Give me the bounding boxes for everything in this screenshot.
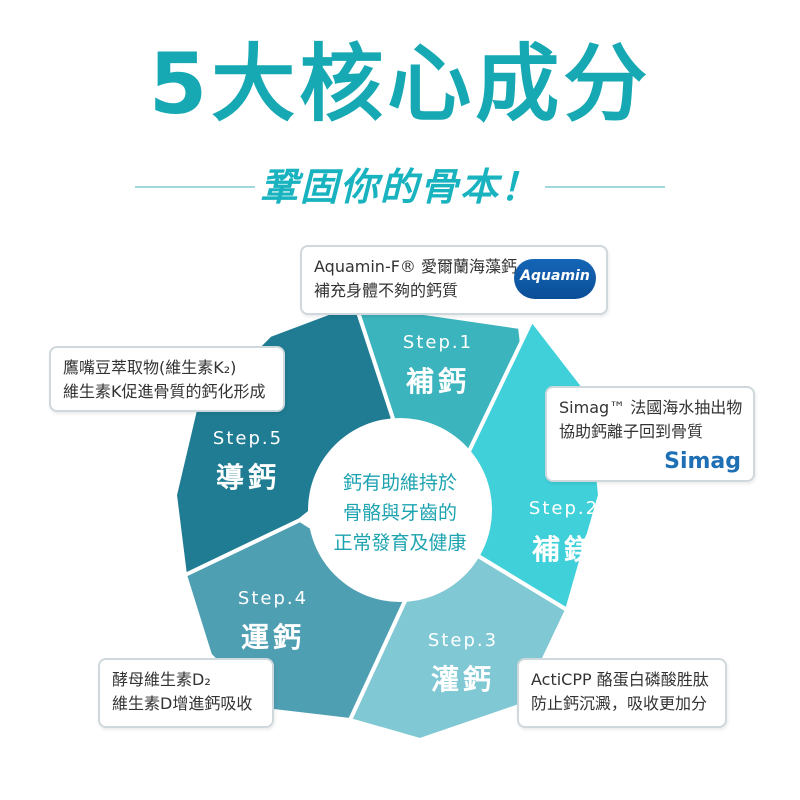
subtitle-rule-left [135, 186, 255, 188]
callout-step4-line1: 酵母維生素D₂ [112, 670, 211, 689]
step2-name: 補鎂 [531, 533, 596, 566]
step3-label: Step.3 [427, 630, 499, 651]
step1-label: Step.1 [402, 332, 474, 353]
callout-step3-line1: ActiCPP 酪蛋白磷酸胜肽 [531, 670, 709, 689]
callout-step5-line2: 維生素K促進骨質的鈣化形成 [63, 382, 266, 401]
callout-step1-line2: 補充身體不夠的鈣質 [314, 281, 459, 300]
center-line-2: 骨骼與牙齒的 [342, 502, 457, 524]
center-line-1: 鈣有助維持於 [342, 472, 457, 494]
callout-step4: 酵母維生素D₂ 維生素D增進鈣吸收 [98, 658, 274, 728]
callout-step5-line1: 鷹嘴豆萃取物(維生素K₂) [63, 358, 237, 377]
callout-step1-line1: Aquamin-F® 愛爾蘭海藻鈣 [314, 257, 518, 276]
callout-step2-line2: 協助鈣離子回到骨質 [559, 422, 704, 441]
center-line-3: 正常發育及健康 [333, 532, 467, 554]
callout-step3-line2: 防止鈣沉澱，吸收更加分 [531, 694, 708, 713]
callout-step4-line2: 維生素D增進鈣吸收 [112, 694, 253, 713]
callout-step3: ActiCPP 酪蛋白磷酸胜肽 防止鈣沉澱，吸收更加分 [517, 658, 727, 728]
step5-label: Step.5 [212, 428, 284, 449]
step1-name: 補鈣 [405, 365, 470, 398]
subtitle: 鞏固你的骨本！ [259, 165, 540, 209]
step3-name: 灌鈣 [430, 663, 495, 696]
callout-step1: Aquamin-F® 愛爾蘭海藻鈣 補充身體不夠的鈣質 Aquamin [300, 245, 608, 315]
step4-name: 運鈣 [240, 621, 305, 654]
simag-logo: Simag [664, 449, 741, 474]
center-circle [308, 418, 492, 602]
callout-step2-line1: Simag™ 法國海水抽出物 [559, 398, 743, 417]
aquamin-logo: Aquamin [514, 259, 596, 299]
step5-name: 導鈣 [215, 461, 280, 494]
center-text: 鈣有助維持於 骨骼與牙齒的 正常發育及健康 [320, 468, 480, 558]
page-title: 5大核心成分 [148, 35, 652, 133]
step4-label: Step.4 [237, 588, 309, 609]
subtitle-row: 鞏固你的骨本！ [0, 165, 800, 209]
step2-label: Step.2 [528, 498, 600, 519]
subtitle-rule-right [545, 186, 665, 188]
callout-step2: Simag™ 法國海水抽出物 協助鈣離子回到骨質 Simag [545, 386, 755, 482]
callout-step5: 鷹嘴豆萃取物(維生素K₂) 維生素K促進骨質的鈣化形成 [49, 346, 285, 412]
